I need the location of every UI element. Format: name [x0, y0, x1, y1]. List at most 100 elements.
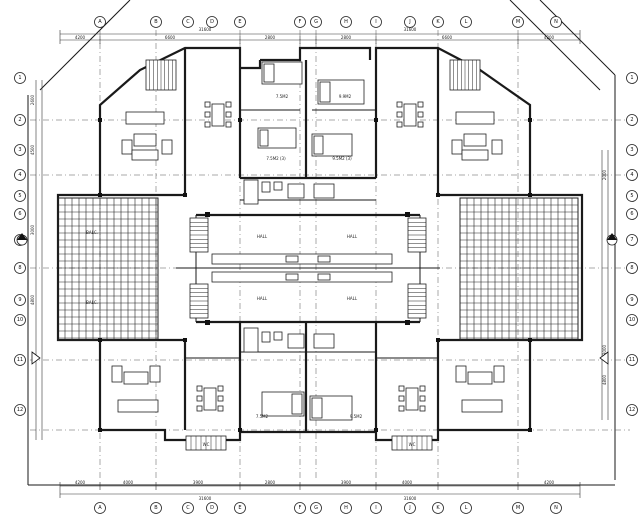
dim-top-overall: 31600: [199, 27, 212, 32]
room-label: HALL: [347, 234, 358, 239]
grid-bubble: I: [370, 16, 382, 28]
grid-bubble: 11: [626, 354, 638, 366]
grid-bubble-label: F: [299, 19, 302, 25]
grid-bubbles-top: A B C D E F G H I J K L M N: [94, 16, 562, 28]
grid-bubble: I: [370, 502, 382, 514]
balcony-hatch-right: [459, 197, 579, 341]
grid-bubble: 5: [626, 190, 638, 202]
grid-bubble-label: N: [554, 19, 558, 25]
grid-bubble-label: 3: [18, 147, 21, 153]
grid-bubble: 4: [626, 169, 638, 181]
grid-bubble: 8: [626, 262, 638, 274]
grid-bubble-label: 5: [630, 193, 633, 199]
dimension-right: 2000 3000 4800: [601, 150, 609, 420]
grid-bubble: 12: [626, 404, 638, 416]
dim-bottom-seg: 4000: [402, 480, 413, 485]
dim-top-seg: 6600: [165, 35, 176, 40]
room-label: 9.5M2: [350, 414, 363, 419]
dim-top-seg: 2800: [341, 35, 352, 40]
room-label: WC: [409, 442, 416, 447]
grid-bubble-label: 2: [630, 117, 633, 123]
grid-bubble-label: I: [375, 505, 376, 511]
stair-right-lower: [407, 283, 427, 319]
columns: [98, 118, 532, 432]
stair-left-upper: [189, 217, 209, 253]
stair-top-left: [145, 59, 177, 91]
grid-bubble-label: J: [408, 505, 410, 511]
stair-bottom-left: [185, 435, 227, 451]
grid-bubble: A: [94, 16, 106, 28]
grid-bubble: 1: [14, 72, 26, 84]
grid-bubble: B: [150, 502, 162, 514]
grid-bubble-label: 9: [18, 297, 21, 303]
grid-bubble: 2: [14, 114, 26, 126]
grid-bubble-label: L: [465, 19, 468, 25]
grid-bubble: B: [150, 16, 162, 28]
sofa-set-nw: [121, 111, 173, 161]
grid-bubble-label: D: [210, 19, 214, 25]
grid-bubble: F: [294, 502, 306, 514]
grid-bubble-label: C: [186, 505, 190, 511]
grid-bubble-label: 2: [18, 117, 21, 123]
grid-bubble: 6: [14, 208, 26, 220]
grid-bubble-label: B: [154, 19, 158, 25]
grid-bubble-label: 8: [630, 265, 633, 271]
grid-bubble-label: 5: [18, 193, 21, 199]
room-label: BALC.: [86, 300, 98, 305]
dim-right-seg: 2000: [602, 169, 607, 180]
grid-bubble: H: [340, 16, 352, 28]
dim-bottom-seg: 3900: [193, 480, 204, 485]
dimension-top: 31600 31600 4200 6600 2800 2800 6600 420…: [59, 27, 581, 44]
grid-bubble-label: 3: [630, 147, 633, 153]
grid-bubble: A: [94, 502, 106, 514]
stair-bottom-right: [391, 435, 433, 451]
grid-bubble: K: [432, 16, 444, 28]
sofa-set-se: [455, 365, 505, 413]
grid-bubble-label: 6: [630, 211, 633, 217]
grid-bubble: C: [182, 16, 194, 28]
grid-bubble: 2: [626, 114, 638, 126]
grid-bubble: N: [550, 16, 562, 28]
dining-set-sw: [196, 385, 224, 412]
grid-bubble-label: 12: [17, 407, 23, 413]
room-label: 7.5M2 (3): [266, 156, 286, 161]
grid-bubble-label: 1: [630, 75, 633, 81]
grid-bubble: N: [550, 502, 562, 514]
grid-bubble-label: M: [516, 19, 520, 25]
room-label: 7.5M2: [256, 414, 269, 419]
dim-bottom-overall: 31600: [199, 496, 212, 501]
bed-bottom-right: [309, 395, 353, 421]
grid-bubble-label: 12: [629, 407, 635, 413]
grid-bubble: 10: [14, 314, 26, 326]
grid-bubble-label: D: [210, 505, 214, 511]
grid-bubble: E: [234, 16, 246, 28]
grid-bubble-label: 10: [17, 317, 23, 323]
grid-bubble-label: 4: [630, 172, 633, 178]
dim-bottom-seg: 3900: [341, 480, 352, 485]
bath-fixtures-lower: [243, 327, 335, 353]
stair-top-right: [449, 59, 481, 91]
grid-bubble: 5: [14, 190, 26, 202]
grid-bubble: E: [234, 502, 246, 514]
grid-bubble: H: [340, 502, 352, 514]
grid-bubble: L: [460, 502, 472, 514]
bed-top-left: [261, 61, 303, 85]
dim-right-seg: 4800: [602, 374, 607, 385]
dining-set-ne: [396, 101, 424, 128]
grid-bubble-label: B: [154, 505, 158, 511]
grid-bubble-label: 6: [18, 211, 21, 217]
sofa-set-sw: [111, 365, 161, 413]
bed-top-right: [317, 79, 365, 105]
section-marker-left-lower: [31, 351, 41, 365]
grid-bubble: C: [182, 502, 194, 514]
grid-bubble-label: 10: [629, 317, 635, 323]
dim-bottom-seg: 4200: [544, 480, 555, 485]
grid-bubble: J: [404, 16, 416, 28]
grid-bubble: 11: [14, 354, 26, 366]
room-label: BALC.: [86, 230, 98, 235]
grid-bubble-label: L: [465, 505, 468, 511]
bed-bottom-left: [261, 391, 305, 417]
grid-bubble-label: G: [314, 19, 318, 25]
balcony-hatch-left: [57, 197, 159, 341]
